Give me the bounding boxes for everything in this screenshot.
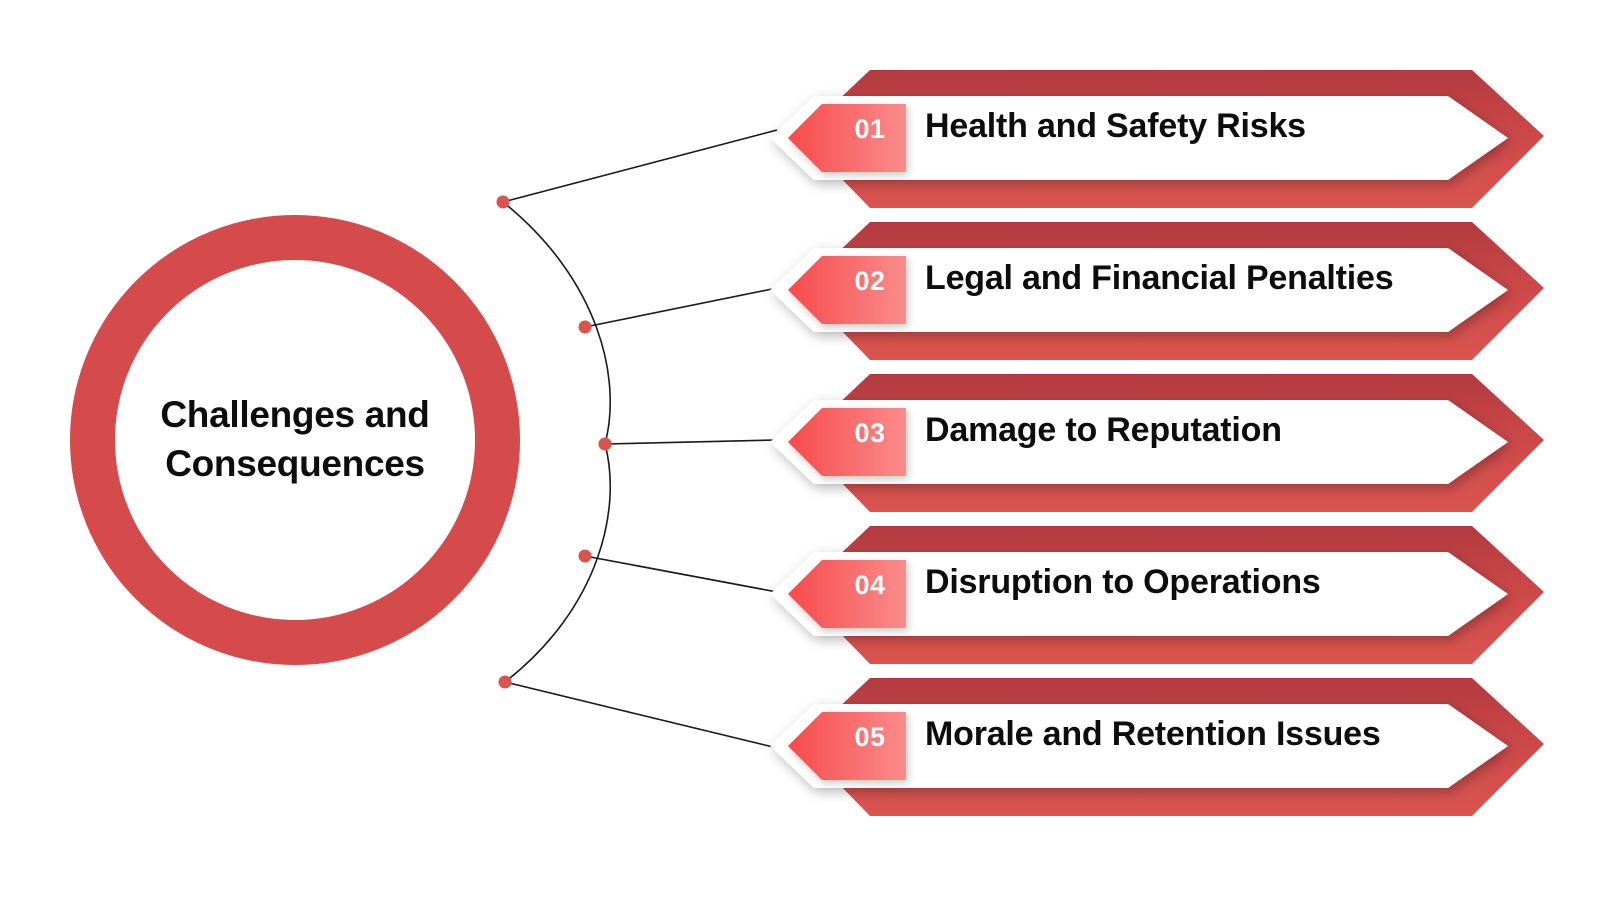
item-number: 02 xyxy=(854,266,886,296)
banner-shape-2 xyxy=(770,222,1544,360)
item-label: Health and Safety Risks xyxy=(925,107,1306,145)
arc-node-dot-2[interactable] xyxy=(578,320,592,334)
arc-node-dot-1[interactable] xyxy=(496,195,510,209)
item-number: 05 xyxy=(854,722,886,752)
leader-line-4 xyxy=(584,555,778,593)
arc-node-dot-3[interactable] xyxy=(598,437,612,451)
item-label: Disruption to Operations xyxy=(925,563,1321,601)
list-item[interactable]: 05 Morale and Retention Issues xyxy=(760,666,1560,826)
leader-line-5 xyxy=(504,681,778,749)
banner-shape-4 xyxy=(770,526,1544,664)
banner-inner-white-5 xyxy=(770,704,1508,788)
banner-number-chevron-4 xyxy=(788,560,906,628)
list-item[interactable]: 01 Health and Safety Risks xyxy=(760,58,1560,218)
banner-shape-3 xyxy=(770,374,1544,512)
item-label: Morale and Retention Issues xyxy=(925,715,1381,753)
center-title: Challenges and Consequences xyxy=(145,391,445,489)
banner-number-chevron-5 xyxy=(788,712,906,780)
banner-inner-white-2 xyxy=(770,248,1508,332)
list-item[interactable]: 03 Damage to Reputation xyxy=(760,362,1560,522)
center-title-line-2: Consequences xyxy=(165,443,425,484)
center-circle: Challenges and Consequences xyxy=(70,215,520,665)
leader-line-1 xyxy=(502,129,778,203)
banner-inner-white-3 xyxy=(770,400,1508,484)
banner-number-chevron-2 xyxy=(788,256,906,324)
leader-line-3 xyxy=(604,439,778,445)
item-number: 03 xyxy=(854,418,886,448)
arc-node-dot-4[interactable] xyxy=(578,549,592,563)
leader-line-2 xyxy=(584,287,778,328)
item-label: Damage to Reputation xyxy=(925,411,1282,449)
banner-shape-5 xyxy=(770,678,1544,816)
list-item[interactable]: 04 Disruption to Operations xyxy=(760,514,1560,674)
item-number: 01 xyxy=(854,114,886,144)
banner-inner-white-1 xyxy=(770,96,1508,180)
center-title-line-1: Challenges and xyxy=(160,394,430,436)
list-item[interactable]: 02 Legal and Financial Penalties xyxy=(760,210,1560,370)
arc-node-dot-5[interactable] xyxy=(498,675,512,689)
item-label: Legal and Financial Penalties xyxy=(925,259,1394,297)
banner-number-chevron-3 xyxy=(788,408,906,476)
item-number: 04 xyxy=(854,570,886,600)
banner-shape-1 xyxy=(770,70,1544,208)
banner-inner-white-4 xyxy=(770,552,1508,636)
